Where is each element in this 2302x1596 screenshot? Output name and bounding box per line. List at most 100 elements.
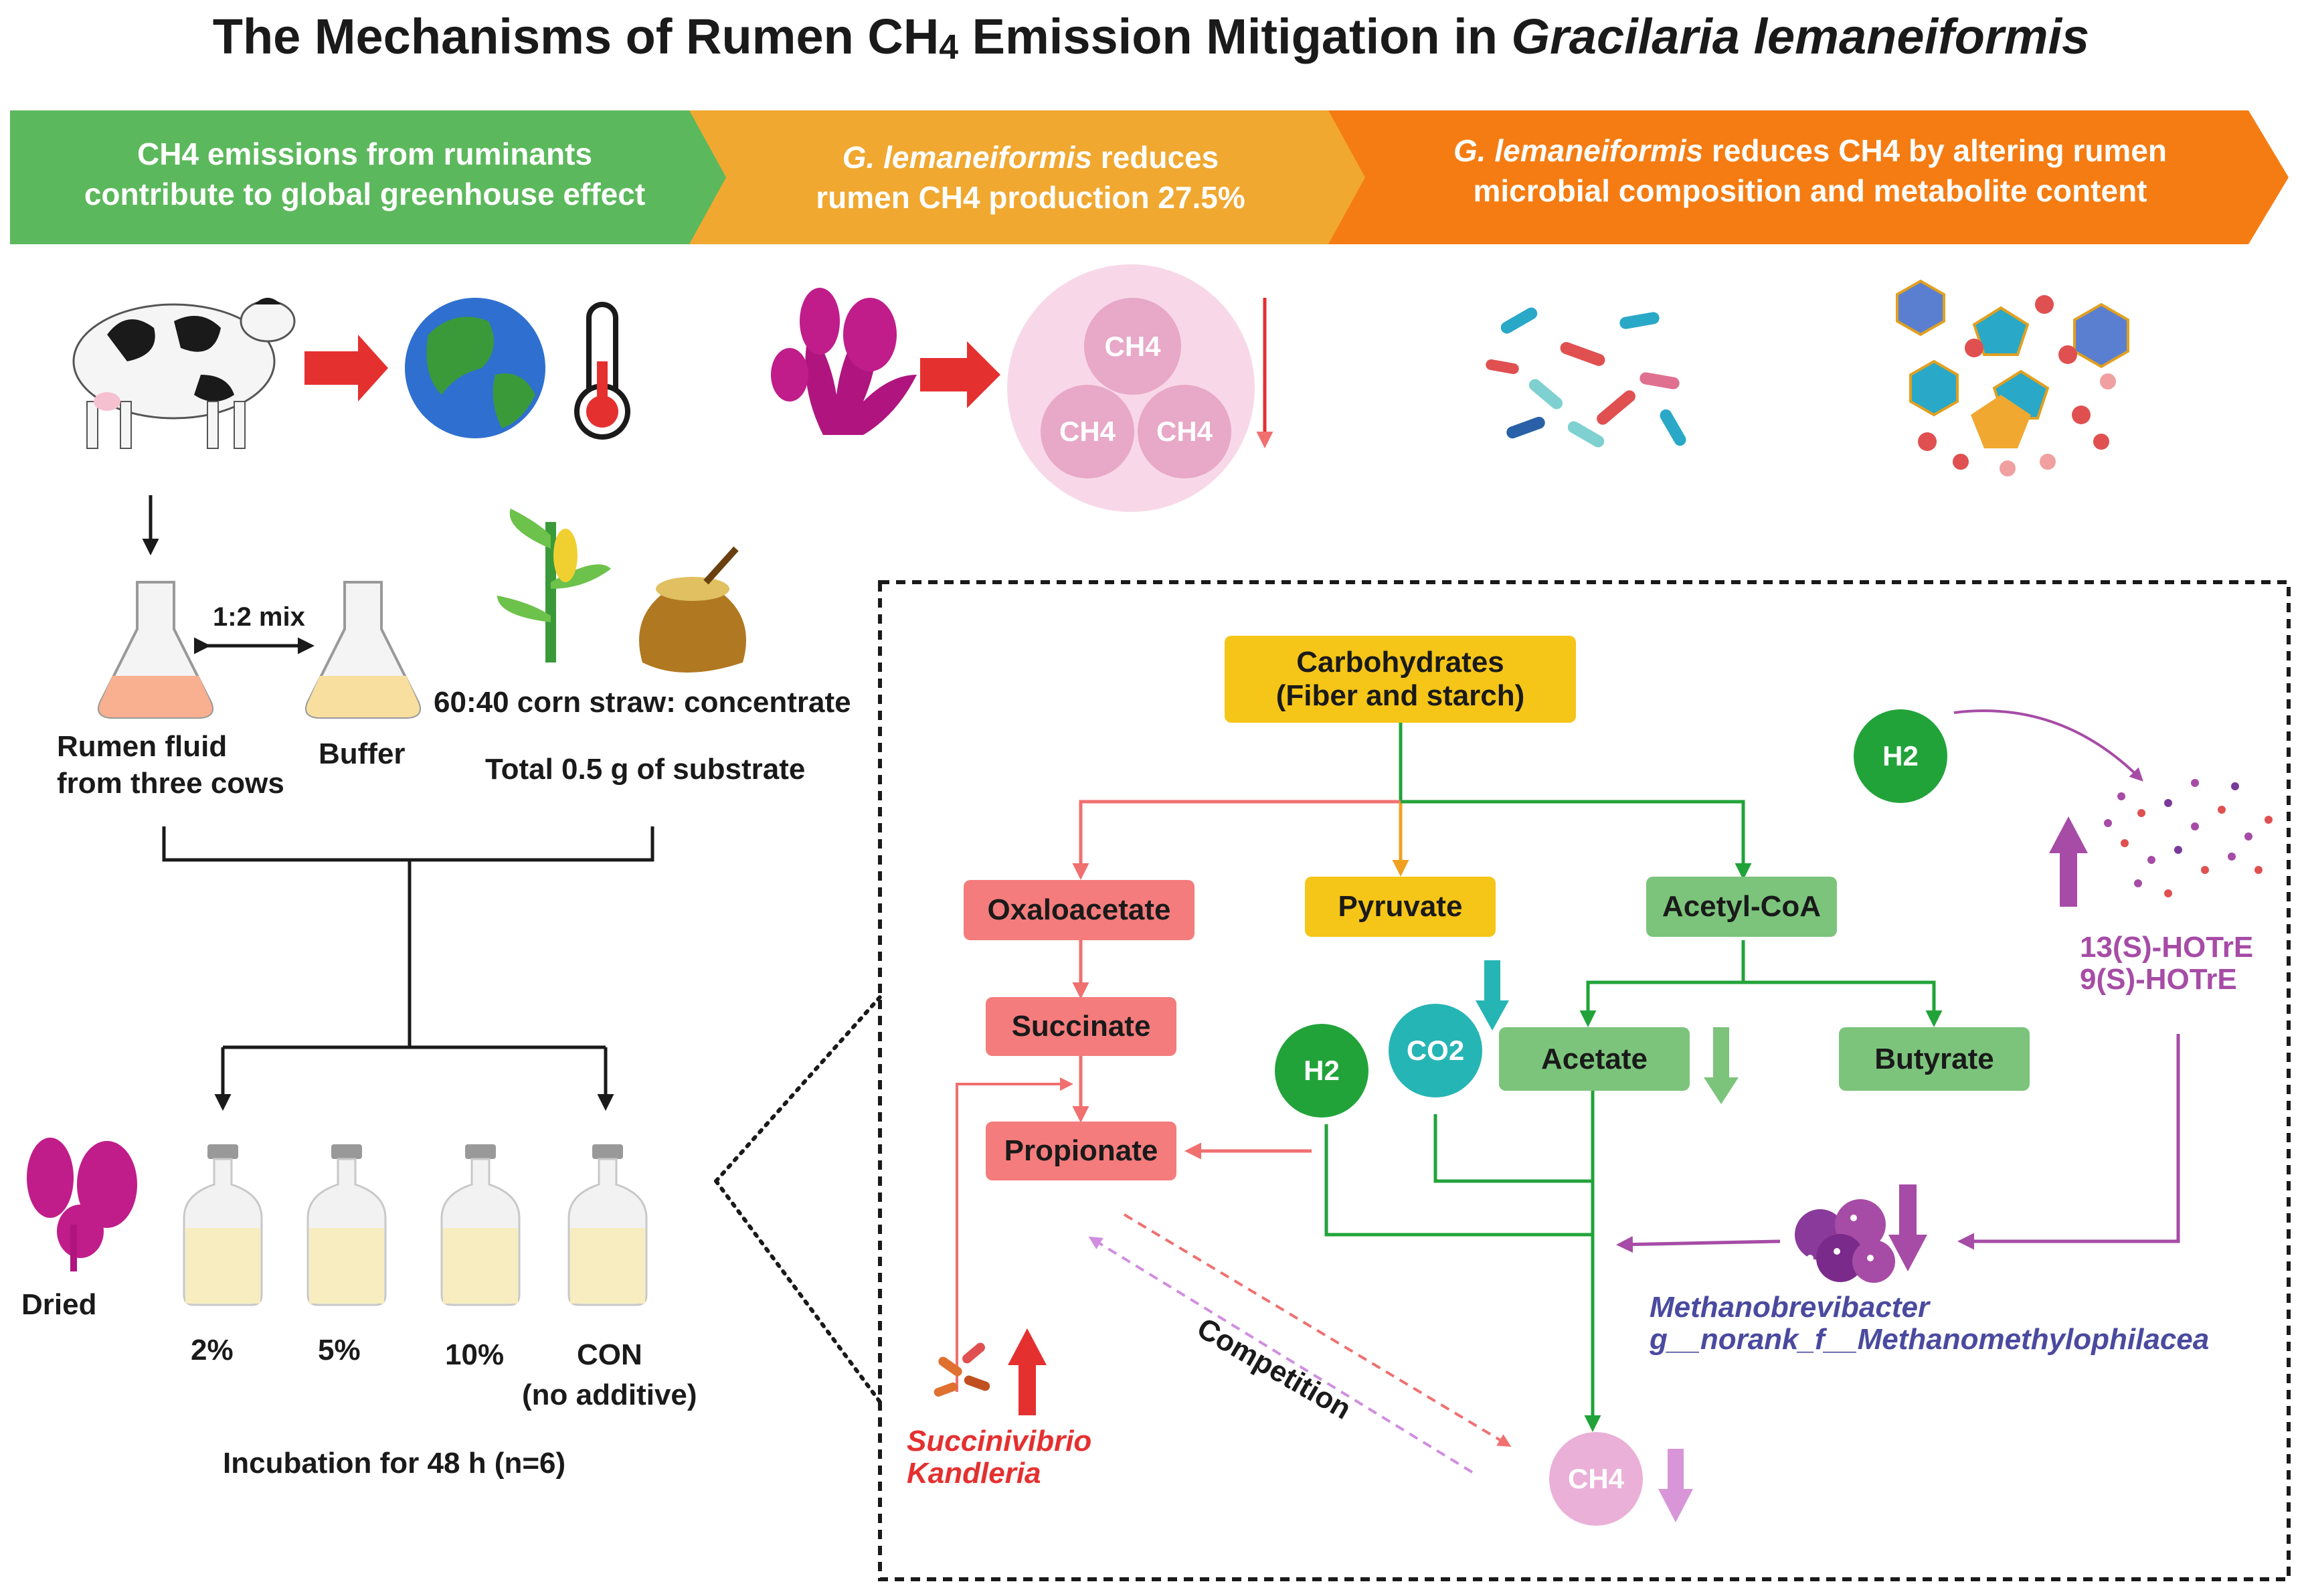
merge-bracket: [162, 826, 654, 862]
banner-3-line2: microbial composition and metabolite con…: [1473, 173, 2147, 208]
banner-2-rest: reduces: [1092, 140, 1219, 175]
h2-right-circle: H2: [1854, 709, 1947, 803]
pathway-frame: [878, 580, 2291, 1581]
acetate-box: Acetate: [1499, 1027, 1690, 1091]
dose-10pct: 10%: [445, 1338, 505, 1371]
ch4-bottom-decrease-arrow: [1658, 1449, 1693, 1522]
propionate-box: Propionate: [986, 1122, 1176, 1180]
competition-line-a: [1123, 1213, 1512, 1447]
mix-ratio-label: 1:2 mix: [213, 602, 305, 632]
methanogen-to-left: [1616, 1236, 1781, 1253]
h2-to-ch4: [1324, 1124, 1593, 1237]
metabolite-label: 13(S)-HOTrE 9(S)-HOTrE: [2080, 932, 2253, 996]
ch4-bubble-right: CH4: [1138, 385, 1231, 478]
con-note: (no additive): [522, 1379, 697, 1411]
buffer-label: Buffer: [319, 737, 406, 770]
metabolite-increase-arrow: [2049, 816, 2088, 907]
h2-left-label: H2: [1304, 1055, 1340, 1086]
ch4-bubble-left: CH4: [1041, 385, 1134, 478]
succinate-box: Succinate: [986, 997, 1176, 1056]
banner-2-species: G. lemaneiformis: [842, 140, 1092, 175]
dose-5pct: 5%: [318, 1334, 361, 1366]
concentrate-sack-icon: [639, 546, 746, 673]
methanogen-illustration: [1795, 1199, 1895, 1283]
microbes-illustration: [1486, 307, 1686, 448]
acetate-decrease-arrow: [1704, 1027, 1739, 1104]
bottle-2pct: [183, 1144, 263, 1306]
rumen-fluid-label: Rumen fluid from three cows: [57, 728, 284, 802]
acetylcoa-branch: [1579, 940, 1745, 1027]
acetyl-coa-box: Acetyl-CoA: [1646, 877, 1837, 937]
dried-label: Dried: [21, 1288, 97, 1321]
ch4-bubble-top-label: CH4: [1104, 330, 1161, 362]
butyrate-box: Butyrate: [1839, 1027, 2030, 1091]
h2-left-circle: H2: [1275, 1024, 1368, 1118]
methanogen-line1: Methanobrevibacter: [1650, 1291, 1930, 1324]
competition-line-b: [1088, 1236, 1474, 1474]
ch4-bubble-left-label: CH4: [1059, 416, 1116, 447]
carbohydrates-line1: Carbohydrates: [1296, 646, 1504, 679]
banner-2-text: G. lemaneiformis reduces rumen CH4 produ…: [723, 137, 1338, 217]
co2-label: CO2: [1406, 1035, 1465, 1066]
carbohydrates-box: Carbohydrates (Fiber and starch): [1225, 636, 1576, 723]
bacteria-to-propionate: [956, 1077, 1073, 1392]
arrow-red-1: [304, 335, 388, 402]
zoom-line-bottom: [714, 1179, 882, 1404]
substrate-ratio-label: 60:40 corn straw: concentrate: [434, 686, 851, 719]
carb-to-acetylcoa: [1401, 800, 1752, 880]
succinivibrio-icon: [934, 1342, 990, 1397]
ch4-bubble-top: CH4: [1084, 298, 1181, 395]
carb-to-oxaloacetate: [1072, 800, 1401, 880]
bacteria-line2: Kandleria: [907, 1457, 1041, 1490]
ch4-bottom-label: CH4: [1567, 1463, 1625, 1494]
co2-decrease-arrow: [1476, 960, 1509, 1031]
banner-1-text: CH4 emissions from ruminants contribute …: [13, 134, 716, 214]
rumen-fluid-line1: Rumen fluid: [57, 730, 228, 763]
dose-con: CON: [577, 1338, 642, 1371]
banner-1-line1: CH4 emissions from ruminants: [137, 137, 592, 171]
ch4-bubble-right-label: CH4: [1156, 416, 1213, 447]
banner-1-line2: contribute to global greenhouse effect: [84, 177, 646, 211]
thermometer-icon: [574, 302, 630, 440]
metabolite-dots: [2104, 779, 2273, 897]
h2-right-curve: [1953, 709, 2143, 782]
methanogen-label: Methanobrevibacter g__norank_f__Methanom…: [1650, 1292, 2209, 1356]
title-middle: Emission Mitigation in: [958, 9, 1512, 64]
bottle-5pct: [306, 1144, 387, 1306]
co2-circle: CO2: [1389, 1004, 1482, 1097]
title-subscript: 4: [939, 27, 959, 66]
co2-to-ch4: [1433, 1114, 1593, 1183]
carbohydrates-line2: (Fiber and starch): [1275, 679, 1525, 712]
dose-2pct: 2%: [191, 1334, 234, 1366]
oxaloacetate-box: Oxaloacetate: [964, 880, 1194, 940]
acetylcoa-to-butyrate: [1743, 980, 1943, 1027]
pyruvate-box: Pyruvate: [1305, 877, 1496, 937]
seaweed-icon-top: [771, 288, 917, 435]
bacteria-label: Succinivibrio Kandleria: [907, 1425, 1091, 1490]
page-title: The Mechanisms of Rumen CH4 Emission Mit…: [0, 8, 2302, 67]
cow-illustration: [72, 298, 296, 449]
metabolite-line1: 13(S)-HOTrE: [2080, 931, 2254, 964]
banner-2: [689, 110, 1372, 244]
banner-2-line1: G. lemaneiformis reduces: [723, 137, 1338, 177]
rumen-fluid-line2: from three cows: [57, 767, 284, 800]
methanogen-line2: g__norank_f__Methanomethylophilacea: [1650, 1323, 2210, 1356]
bottle-con: [567, 1144, 648, 1306]
banner-3-text: G. lemaneiformis reduces CH4 by altering…: [1365, 130, 2255, 211]
bottle-10pct: [440, 1144, 521, 1306]
banner-2-line2: rumen CH4 production 27.5%: [816, 180, 1245, 215]
substrate-total-label: Total 0.5 g of substrate: [485, 753, 806, 786]
incubation-label: Incubation for 48 h (n=6): [223, 1447, 566, 1480]
buffer-flask: [304, 581, 422, 719]
corn-icon: [497, 509, 611, 662]
banner-3: [1328, 110, 2289, 244]
banner-3-line1: G. lemaneiformis reduces CH4 by altering…: [1365, 130, 2255, 171]
bacteria-increase-arrow: [1008, 1328, 1047, 1415]
ch4-bottom-circle: CH4: [1549, 1432, 1643, 1526]
methanogen-decrease-arrow: [1888, 1184, 1927, 1271]
metabolite-to-methanogen: [1957, 1034, 2180, 1250]
banner-3-species: G. lemaneiformis: [1453, 133, 1704, 168]
banner-3-rest: reduces CH4 by altering rumen: [1703, 133, 2167, 168]
arrow-red-2: [920, 341, 1000, 408]
